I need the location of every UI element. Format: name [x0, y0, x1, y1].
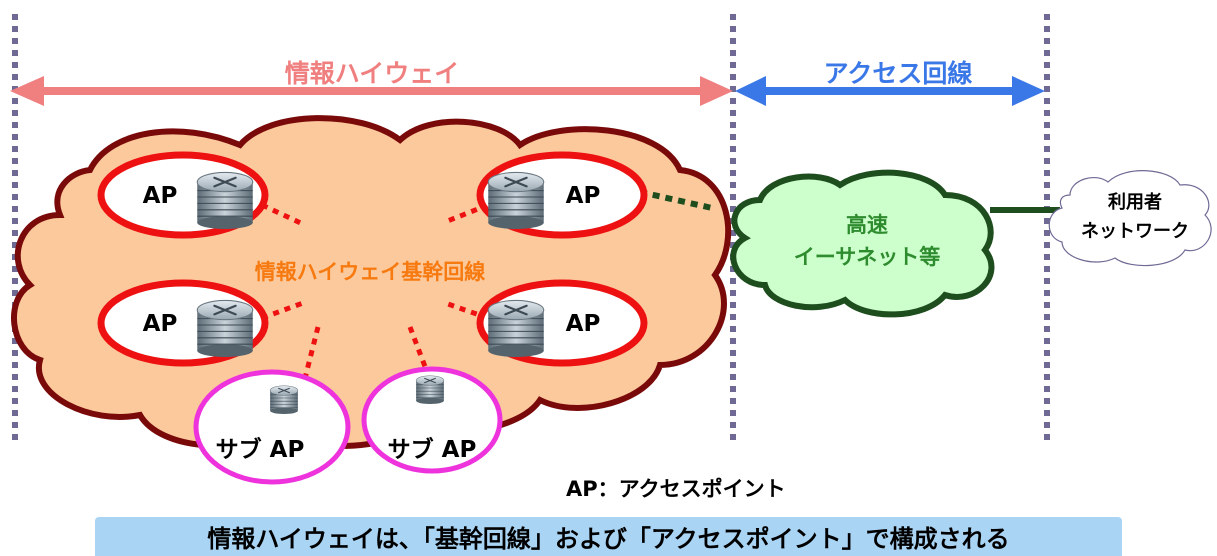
ethernet-cloud [730, 169, 995, 318]
user-network-label-line2: ネットワーク [1081, 221, 1189, 242]
link [260, 202, 307, 228]
access-line-label: アクセス回線 [824, 59, 973, 88]
info-highway-arrow [10, 76, 733, 106]
legend: AP：アクセスポイント [566, 477, 786, 501]
sub-ap-ring [361, 366, 503, 474]
router-icon [196, 171, 254, 229]
sub-ap-label: サブ AP [388, 436, 477, 463]
ap-label: AP [143, 311, 178, 337]
user-network-cloud [1048, 170, 1212, 267]
router-icon [196, 299, 254, 357]
link [261, 300, 304, 321]
ap-label: AP [566, 311, 601, 337]
access-line-arrow [735, 76, 1045, 106]
link [444, 300, 489, 321]
router-icon [487, 299, 545, 357]
ap-label: AP [566, 183, 601, 209]
router-icon [269, 385, 299, 414]
sub-ap-label: サブ AP [216, 436, 305, 463]
summary-banner: 情報ハイウェイは、「基幹回線」および「アクセスポイント」で構成される [95, 517, 1122, 556]
backbone-label: 情報ハイウェイ基幹回線 [255, 260, 486, 284]
info-highway-label: 情報ハイウェイ [285, 59, 460, 88]
ethernet-label-line1: 高速 [846, 213, 888, 237]
link [444, 202, 489, 225]
ap-label: AP [143, 183, 178, 209]
router-icon [487, 171, 545, 229]
sub-ap-ring [193, 369, 351, 485]
router-icon [415, 375, 445, 404]
ethernet-label-line2: イーサネット等 [794, 245, 941, 269]
user-network-label-line1: 利用者 [1108, 191, 1162, 213]
